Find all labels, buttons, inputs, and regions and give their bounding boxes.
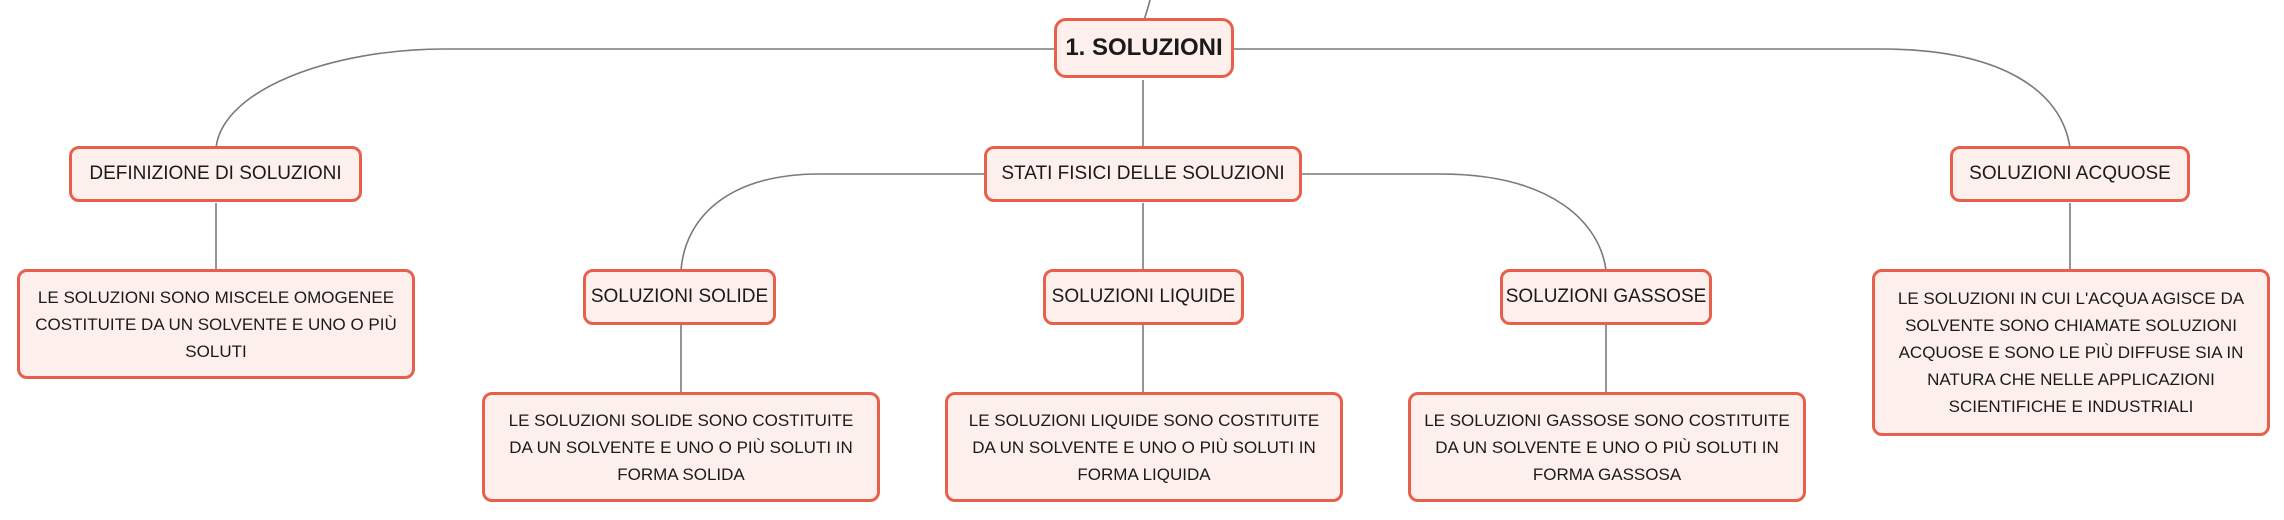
node-soluzioni-solide[interactable]: SOLUZIONI SOLIDE — [583, 269, 776, 325]
gassose-detail[interactable]: LE SOLUZIONI GASSOSE SONO COSTITUITE DA … — [1408, 392, 1806, 502]
connector-stati-gassose — [1300, 173, 1607, 271]
root-label: 1. SOLUZIONI — [1065, 34, 1223, 61]
node-soluzioni-liquide[interactable]: SOLUZIONI LIQUIDE — [1043, 269, 1244, 325]
branch-definizione[interactable]: DEFINIZIONE DI SOLUZIONI — [69, 146, 362, 202]
solide-detail[interactable]: LE SOLUZIONI SOLIDE SONO COSTITUITE DA U… — [482, 392, 880, 502]
liquide-label: SOLUZIONI LIQUIDE — [1051, 286, 1236, 307]
branch-definizione-label: DEFINIZIONE DI SOLUZIONI — [89, 163, 342, 184]
acquose-detail[interactable]: LE SOLUZIONI IN CUI L'ACQUA AGISCE DA SO… — [1872, 269, 2270, 436]
connector-root-acquose — [1233, 48, 2071, 149]
connector-root-parent — [1143, 0, 1151, 21]
connector-root-definizione — [215, 48, 1058, 149]
liquide-detail-text: LE SOLUZIONI LIQUIDE SONO COSTITUITE DA … — [968, 410, 1320, 484]
root-node[interactable]: 1. SOLUZIONI — [1054, 18, 1234, 78]
gassose-label: SOLUZIONI GASSOSE — [1505, 286, 1707, 307]
solide-detail-text: LE SOLUZIONI SOLIDE SONO COSTITUITE DA U… — [508, 410, 854, 484]
liquide-detail[interactable]: LE SOLUZIONI LIQUIDE SONO COSTITUITE DA … — [945, 392, 1343, 502]
branch-acquose[interactable]: SOLUZIONI ACQUOSE — [1950, 146, 2190, 202]
gassose-detail-text: LE SOLUZIONI GASSOSE SONO COSTITUITE DA … — [1424, 410, 1790, 484]
solide-label: SOLUZIONI SOLIDE — [590, 286, 769, 307]
definizione-detail-text: LE SOLUZIONI SONO MISCELE OMOGENEE COSTI… — [35, 287, 397, 361]
connector-stati-solide — [680, 173, 985, 271]
branch-acquose-label: SOLUZIONI ACQUOSE — [1969, 163, 2171, 184]
acquose-detail-text: LE SOLUZIONI IN CUI L'ACQUA AGISCE DA SO… — [1897, 289, 2245, 416]
branch-stati-label: STATI FISICI DELLE SOLUZIONI — [1001, 163, 1285, 184]
node-soluzioni-gassose[interactable]: SOLUZIONI GASSOSE — [1500, 269, 1712, 325]
definizione-detail[interactable]: LE SOLUZIONI SONO MISCELE OMOGENEE COSTI… — [17, 269, 415, 379]
branch-stati-fisici[interactable]: STATI FISICI DELLE SOLUZIONI — [984, 146, 1302, 202]
